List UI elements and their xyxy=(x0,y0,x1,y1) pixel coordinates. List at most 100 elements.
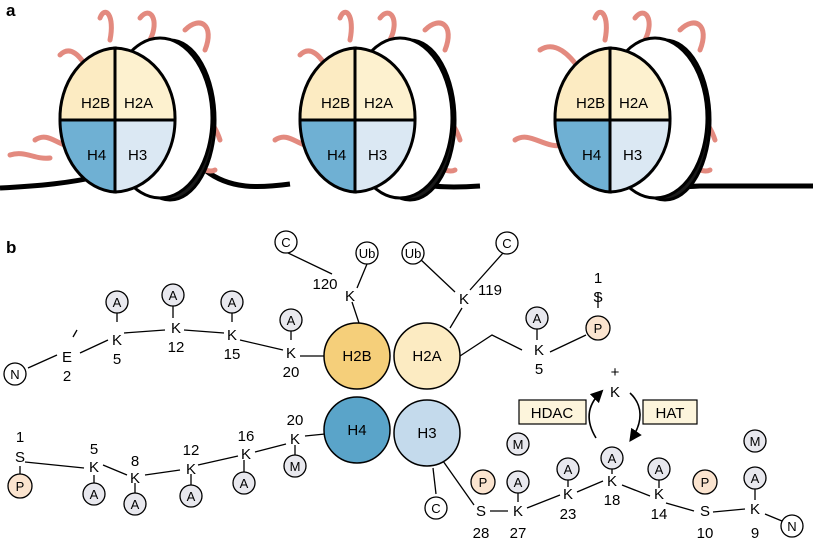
histone-h3-label: H3 xyxy=(128,147,147,164)
residue-number: 16 xyxy=(238,428,255,445)
residue: K xyxy=(186,461,196,478)
acetyl-mark: A xyxy=(655,462,664,477)
residue-number: 20 xyxy=(287,412,304,429)
acetyl-mark: A xyxy=(228,295,237,310)
acetyl-mark: A xyxy=(240,476,249,491)
acetyl-mark: A xyxy=(564,462,573,477)
residue: S xyxy=(700,503,710,520)
phospho-mark: P xyxy=(16,479,25,494)
residue-number: 5 xyxy=(90,441,98,458)
residue: S xyxy=(15,449,25,466)
residue-number: 5 xyxy=(535,361,543,378)
core-h2a xyxy=(393,322,461,390)
histone-h2a-label: H2A xyxy=(619,95,648,112)
n-terminus-mark: N xyxy=(787,519,796,534)
hdac-box xyxy=(518,399,587,425)
acetyl-mark: A xyxy=(131,497,140,512)
residue: K xyxy=(513,503,523,520)
n-terminus-mark: N xyxy=(10,367,19,382)
residue: E xyxy=(62,349,72,366)
residue-number: 28 xyxy=(473,525,490,542)
lysine-charge: + xyxy=(611,364,620,381)
hat-box xyxy=(642,399,698,425)
residue: K xyxy=(654,486,664,503)
acetyl-mark: A xyxy=(751,471,760,486)
residue-labels: E 2 K 5 K 12 K 15 K 20 K 120 1 S K 5 K 1… xyxy=(15,270,760,542)
hat-arrow xyxy=(629,392,642,442)
residue-number: 12 xyxy=(168,339,185,356)
core-h3 xyxy=(393,399,461,467)
residue: K xyxy=(227,327,237,344)
residue: K xyxy=(345,288,355,305)
histone-h3-label: H3 xyxy=(623,147,642,164)
histone-h2a-label: H2A xyxy=(364,95,393,112)
residue: K xyxy=(750,501,760,518)
residue-number: 1 xyxy=(16,429,24,446)
residue: S xyxy=(476,503,486,520)
acetyl-mark: A xyxy=(608,451,617,466)
histone-h4-label: H4 xyxy=(327,147,346,164)
modification-markers xyxy=(3,230,804,538)
phospho-mark: P xyxy=(479,475,488,490)
acetyl-mark: A xyxy=(287,313,296,328)
histone-h2b-label: H2B xyxy=(321,95,350,112)
acetyl-mark: A xyxy=(113,295,122,310)
residue-number: 27 xyxy=(510,525,527,542)
residue: K xyxy=(241,446,251,463)
core-h2b xyxy=(323,322,391,390)
core-h4-label: H4 xyxy=(347,422,366,439)
acetyl-mark: A xyxy=(533,311,542,326)
residue-number: 23 xyxy=(560,506,577,523)
histone-h2a-label: H2A xyxy=(124,95,153,112)
residue-number: 8 xyxy=(131,453,139,470)
hdac-label: HDAC xyxy=(531,405,574,422)
hdac-arrow xyxy=(588,389,604,439)
residue-number: 18 xyxy=(604,492,621,509)
residue-number: 120 xyxy=(312,276,337,293)
dna-strand xyxy=(0,168,813,191)
residue: K xyxy=(286,345,296,362)
ubiquitin-mark: Ub xyxy=(405,246,422,261)
residue-number: 20 xyxy=(283,364,300,381)
modification-labels: A A A A A A A A A A A A A A M M M P P P … xyxy=(10,235,796,534)
phospho-mark: P xyxy=(701,475,710,490)
nucleosome-3: H2B H2A H4 H3 xyxy=(512,9,718,202)
core-h2b-label: H2B xyxy=(342,348,371,365)
histone-h2b-label: H2B xyxy=(576,95,605,112)
histone-h3-label: H3 xyxy=(368,147,387,164)
residue: K xyxy=(130,470,140,487)
methyl-mark: M xyxy=(290,459,301,474)
panel-b-label: b xyxy=(6,238,16,257)
acetyl-mark: A xyxy=(187,489,196,504)
lysine-residue: K xyxy=(610,384,620,401)
residue-number: 119 xyxy=(478,282,502,299)
residue: K xyxy=(563,486,573,503)
residue: K xyxy=(171,320,181,337)
residue-number: 2 xyxy=(63,368,71,385)
nucleosome-2: H2B H2A H4 H3 xyxy=(272,9,463,202)
residue-number: 12 xyxy=(183,442,200,459)
residue: K xyxy=(290,431,300,448)
c-terminus-mark: C xyxy=(502,236,511,251)
residue: S xyxy=(593,289,603,306)
histone-h2b-label: H2B xyxy=(81,95,110,112)
residue-number: 15 xyxy=(224,346,241,363)
residue-number: 1 xyxy=(594,270,602,287)
hat-label: HAT xyxy=(656,405,685,422)
core-histones: H2B H2A H4 H3 xyxy=(323,322,461,467)
acetylation-reaction: + K HDAC HAT xyxy=(518,364,698,442)
residue-number: 14 xyxy=(651,506,668,523)
ubiquitin-mark: Ub xyxy=(359,246,376,261)
residue: K xyxy=(89,459,99,476)
residue: K xyxy=(534,342,544,359)
residue-number: 9 xyxy=(751,525,759,542)
core-h3-label: H3 xyxy=(417,425,436,442)
acetyl-mark: A xyxy=(90,487,99,502)
panel-a-label: a xyxy=(6,1,16,20)
residue: K xyxy=(607,473,617,490)
core-h4 xyxy=(323,396,391,464)
residue: K xyxy=(112,332,122,349)
acetyl-mark: A xyxy=(169,288,178,303)
histone-h4-label: H4 xyxy=(582,147,601,164)
acetyl-mark: A xyxy=(514,475,523,490)
